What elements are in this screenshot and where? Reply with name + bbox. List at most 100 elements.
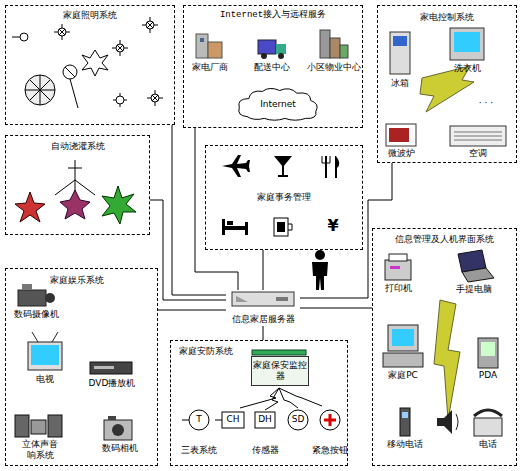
network-wire [263, 326, 264, 340]
remote-service-icons-part [208, 42, 222, 58]
security-symbols-part [240, 388, 322, 410]
appliance-icons-part [454, 32, 480, 52]
remote-service-icons-part [200, 38, 204, 42]
lighting-symbols-part [25, 75, 55, 105]
security-symbols-part [182, 420, 189, 421]
affairs-icons-part [222, 155, 250, 177]
info-icons-part [474, 418, 502, 436]
remote-service-icons-part [278, 53, 284, 59]
device-label: 家庭PC [388, 370, 418, 381]
info-icons-part [462, 268, 494, 282]
device-label: 传感器 [252, 445, 279, 456]
affairs-icons-part [274, 156, 292, 167]
node-title: Internet接入与远程服务 [220, 10, 326, 21]
person-figure [312, 250, 328, 290]
security-symbols [182, 388, 340, 430]
network-wire [300, 163, 392, 298]
info-icons-part [383, 353, 423, 367]
symbol-letter: T [196, 414, 202, 425]
security-monitor-bar-part [252, 350, 306, 355]
entertainment-icons-part [94, 366, 114, 369]
entertainment-icons-part [28, 342, 62, 370]
system-group: 家庭娱乐系统 [5, 268, 158, 466]
cloud-outline [239, 88, 317, 120]
node-title: 家庭保安监控器 [253, 360, 307, 382]
node-title: Internet [260, 99, 296, 110]
affairs-icons-part [222, 226, 248, 230]
lighting-symbols-part [54, 24, 70, 40]
network-wire [300, 308, 372, 309]
device-label: DVD播放机 [89, 378, 136, 389]
device-label: 数码相机 [102, 443, 138, 454]
info-icons-part [390, 266, 400, 269]
affairs-icons-part [245, 222, 248, 235]
device-label: ¥ [327, 216, 338, 235]
info-icons-part [388, 325, 418, 351]
device-label: 手提电脑 [456, 284, 492, 295]
device-label: 家电厂商 [192, 62, 228, 73]
info-icons-part [481, 342, 495, 356]
entertainment-icons-part [32, 332, 58, 342]
remote-service-icons-part [196, 34, 208, 58]
appliance-icons-part [450, 28, 484, 60]
device-label: 移动电话 [387, 439, 423, 450]
entertainment-icons-part [90, 362, 132, 374]
info-icons-part [385, 260, 411, 280]
node-title: 家庭照明系统 [63, 10, 117, 21]
info-icons-part [402, 412, 408, 418]
remote-service-icons [196, 30, 348, 59]
security-symbols-part [215, 420, 222, 421]
network-wire [263, 250, 264, 290]
affairs-icons [222, 155, 339, 236]
server-device-part [236, 296, 248, 302]
info-icons-part [478, 338, 498, 368]
remote-service-icons-part [258, 40, 276, 54]
device-label: 立体声音响系统 [20, 439, 60, 461]
system-group: 自动浇灌系统 [5, 135, 150, 235]
lighting-symbols-part [142, 17, 158, 33]
device-label: 紧急按钮 [312, 445, 348, 456]
device-label: 洗衣机 [454, 63, 481, 74]
symbol-letter: CH [226, 414, 239, 425]
security-symbols-part [255, 412, 275, 428]
appliance-icons-part [454, 132, 502, 140]
server-label: 信息家居服务器 [232, 314, 295, 325]
device-label: · · · [479, 98, 493, 109]
appliance-icons-part [450, 126, 506, 146]
device-label: 冰箱 [391, 78, 409, 89]
remote-service-icons-part [330, 38, 340, 58]
info-icons [383, 250, 502, 436]
cloud-shape: Internet [235, 86, 321, 122]
network-wire [150, 200, 226, 300]
network-wire [195, 128, 238, 290]
lighting-symbols-part [82, 50, 108, 76]
affairs-icons-part [227, 221, 233, 225]
node-title: 家庭娱乐系统 [50, 275, 104, 286]
appliance-icons-part [389, 128, 409, 142]
device-label: PDA [479, 370, 497, 381]
entertainment-icons-part [15, 415, 29, 437]
appliance-icons [386, 28, 506, 146]
irrigation-icons [15, 160, 136, 224]
irrigation-icons-part [102, 186, 136, 224]
symbol-letter: DH [258, 414, 272, 425]
server-node: 信息家居服务器 [226, 290, 300, 326]
info-icons-part [456, 414, 458, 430]
node-title: 家庭事务管理 [257, 192, 311, 203]
lighting-symbols-part [20, 33, 28, 41]
affairs-icons-part [278, 175, 288, 177]
lighting-symbols-part [113, 93, 127, 107]
system-group: 家庭照明系统 [5, 5, 175, 125]
security-symbols-part [222, 412, 244, 428]
device-label: 电视 [36, 374, 54, 385]
entertainment-icons-part [31, 420, 46, 434]
server-device-part [276, 297, 288, 301]
info-icons-part [474, 410, 502, 416]
remote-service-icons-part [320, 30, 330, 58]
info-icons-part [389, 254, 407, 261]
system-group: 信息管理及人机界面系统 [372, 228, 517, 466]
affairs-icons-part [322, 156, 330, 163]
device-label: 小区物业中心 [307, 62, 361, 73]
affairs-icons-part [288, 224, 292, 230]
lighting-symbols [12, 17, 163, 108]
